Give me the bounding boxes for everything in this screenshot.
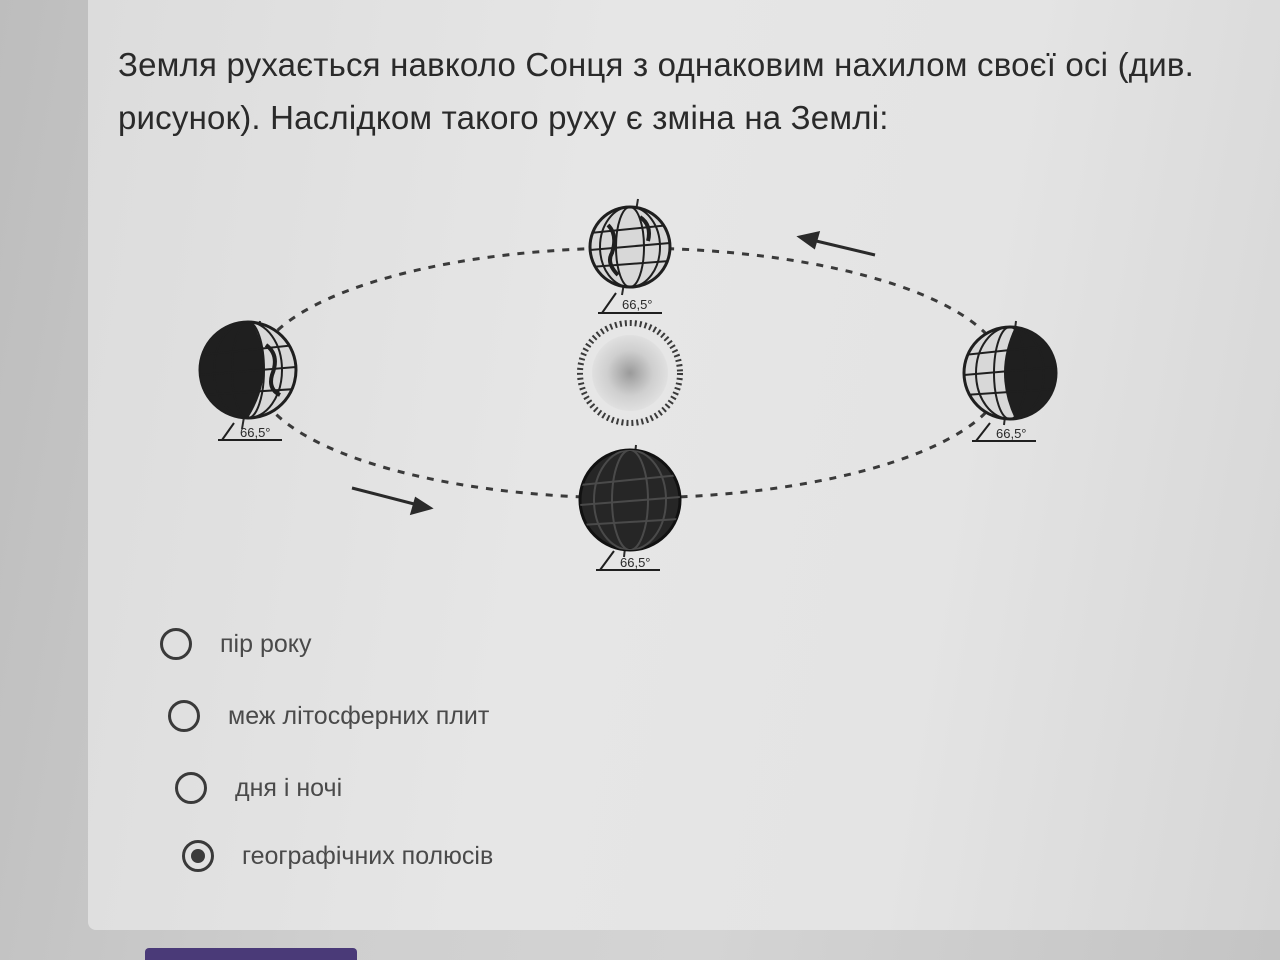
earth-globe-left-icon: 66,5° [200,321,296,440]
option-seasons[interactable]: пір року [160,628,311,660]
option-day-night[interactable]: дня і ночі [175,772,342,804]
option-label: дня і ночі [235,774,342,803]
angle-marker-bottom: 66,5° [596,551,660,570]
question-text: Земля рухається навколо Сонця з однакови… [118,38,1238,144]
question-line-1: Земля рухається навколо Сонця з однакови… [118,38,1238,91]
sun-icon [580,323,680,423]
earth-globe-right-icon: 66,5° [964,321,1060,441]
direction-arrow-bottom-icon [352,488,430,513]
angle-marker-left: 66,5° [218,423,282,440]
angle-label-right: 66,5° [996,426,1027,441]
earth-globe-top-icon: 66,5° [590,199,670,313]
option-geographic-poles[interactable]: географічних полюсів [182,840,493,872]
radio-button[interactable] [175,772,207,804]
angle-marker-top: 66,5° [598,293,662,313]
option-label: меж літосферних плит [228,702,489,731]
option-plate-boundaries[interactable]: меж літосферних плит [168,700,489,732]
angle-marker-right: 66,5° [972,423,1036,441]
next-button[interactable] [145,948,357,960]
direction-arrow-top-icon [800,233,875,255]
angle-label-top: 66,5° [622,297,653,312]
option-label: географічних полюсів [242,842,493,871]
radio-button[interactable] [160,628,192,660]
radio-button[interactable] [168,700,200,732]
radio-button-selected[interactable] [182,840,214,872]
earth-globe-bottom-icon: 66,5° [580,445,680,570]
option-label: пір року [220,630,311,659]
earth-orbit-figure: 66,5° [190,195,1070,595]
question-line-2: рисунок). Наслідком такого руху є зміна … [118,91,1238,144]
angle-label-left: 66,5° [240,425,271,440]
angle-label-bottom: 66,5° [620,555,651,570]
orbit-diagram-svg: 66,5° [190,195,1070,595]
radio-dot [191,849,205,863]
